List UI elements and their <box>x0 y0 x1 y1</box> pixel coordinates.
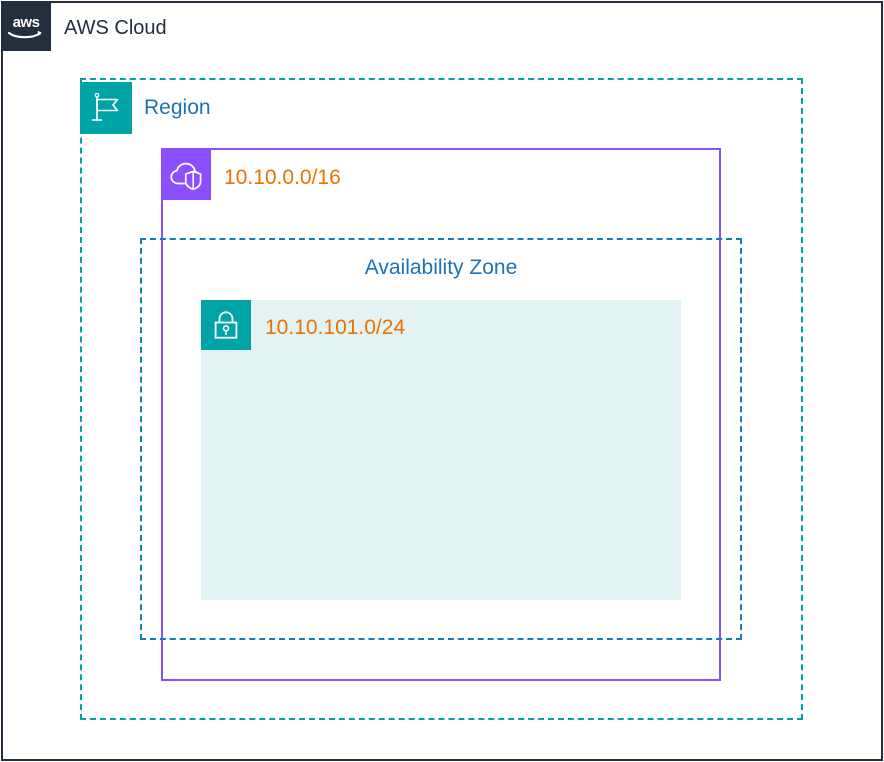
availability-zone-boundary <box>140 238 742 640</box>
vpc-boundary <box>161 148 721 681</box>
svg-text:aws: aws <box>13 14 40 31</box>
subnet-area <box>201 300 681 600</box>
availability-zone-label: Availability Zone <box>364 256 518 279</box>
vpc-cidr-label: 10.10.0.0/16 <box>224 166 341 189</box>
region-boundary <box>80 78 803 720</box>
region-flag-icon <box>80 82 132 134</box>
private-subnet-lock-icon <box>201 300 251 350</box>
aws-logo-icon: aws <box>1 1 51 51</box>
vpc-cloud-shield-icon <box>161 150 211 200</box>
subnet-cidr-label: 10.10.101.0/24 <box>265 316 406 339</box>
aws-cloud-title: AWS Cloud <box>64 17 167 39</box>
region-label: Region <box>144 96 211 119</box>
